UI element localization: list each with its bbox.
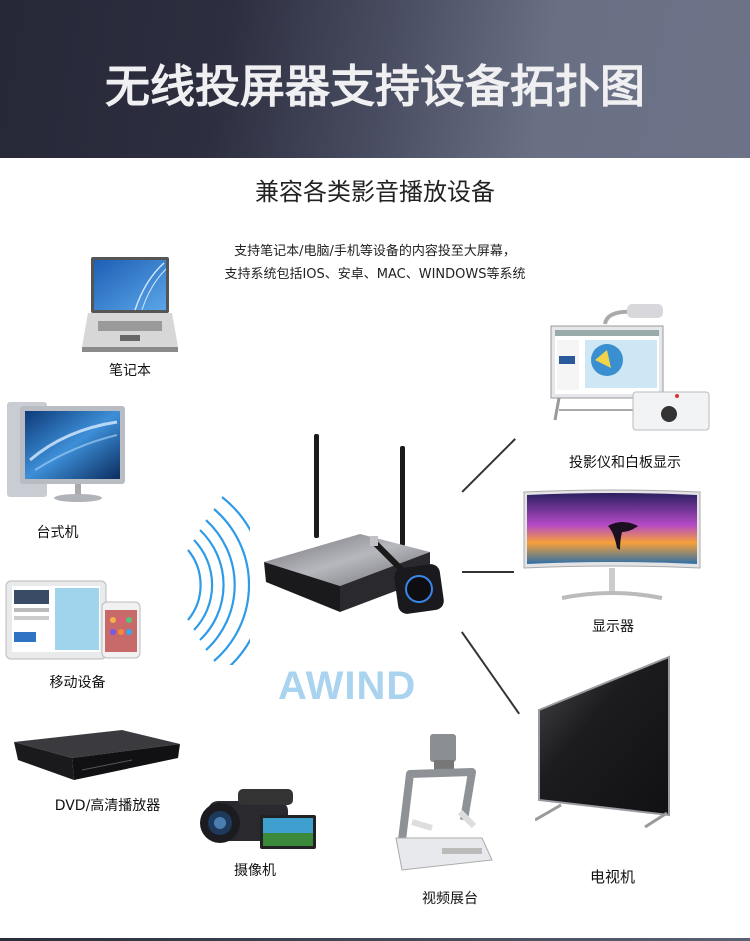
camcorder-icon <box>200 789 316 849</box>
desktop-computer-icon <box>7 402 125 502</box>
label-document-camera: 视频展台 <box>422 891 478 907</box>
connector-line-tv <box>461 631 520 715</box>
label-mobile: 移动设备 <box>49 675 106 691</box>
mobile-devices-icon <box>5 580 141 660</box>
label-laptop: 笔记本 <box>109 363 151 379</box>
document-camera-icon <box>395 734 493 871</box>
label-tv: 电视机 <box>589 868 635 886</box>
bottom-bar <box>0 938 750 941</box>
laptop-icon <box>82 257 178 352</box>
dvd-player-icon <box>14 730 180 780</box>
label-monitor: 显示器 <box>592 619 634 635</box>
subtitle: 兼容各类影音播放设备 <box>255 178 495 206</box>
wireless-receiver-icon <box>264 434 444 614</box>
description-line-2: 支持系统包括IOS、安卓、MAC、WINDOWS等系统 <box>224 267 526 282</box>
wireless-signal-icon <box>187 496 250 665</box>
page-title: 无线投屏器支持设备拓扑图 <box>104 60 645 113</box>
label-camcorder: 摄像机 <box>234 863 276 879</box>
brand-logo: AWIND <box>278 664 417 708</box>
connector-line-projector <box>461 438 516 493</box>
connector-line-monitor <box>462 571 514 573</box>
projector-whiteboard-icon <box>550 304 710 431</box>
monitor-icon <box>523 489 701 600</box>
tv-icon <box>535 655 670 829</box>
description-line-1: 支持笔记本/电脑/手机等设备的内容投至大屏幕， <box>234 244 516 259</box>
header-banner: 无线投屏器支持设备拓扑图 <box>0 0 750 158</box>
label-desktop: 台式机 <box>36 525 79 541</box>
label-projector: 投影仪和白板显示 <box>569 455 681 471</box>
label-dvd: DVD/高清播放器 <box>54 798 161 814</box>
